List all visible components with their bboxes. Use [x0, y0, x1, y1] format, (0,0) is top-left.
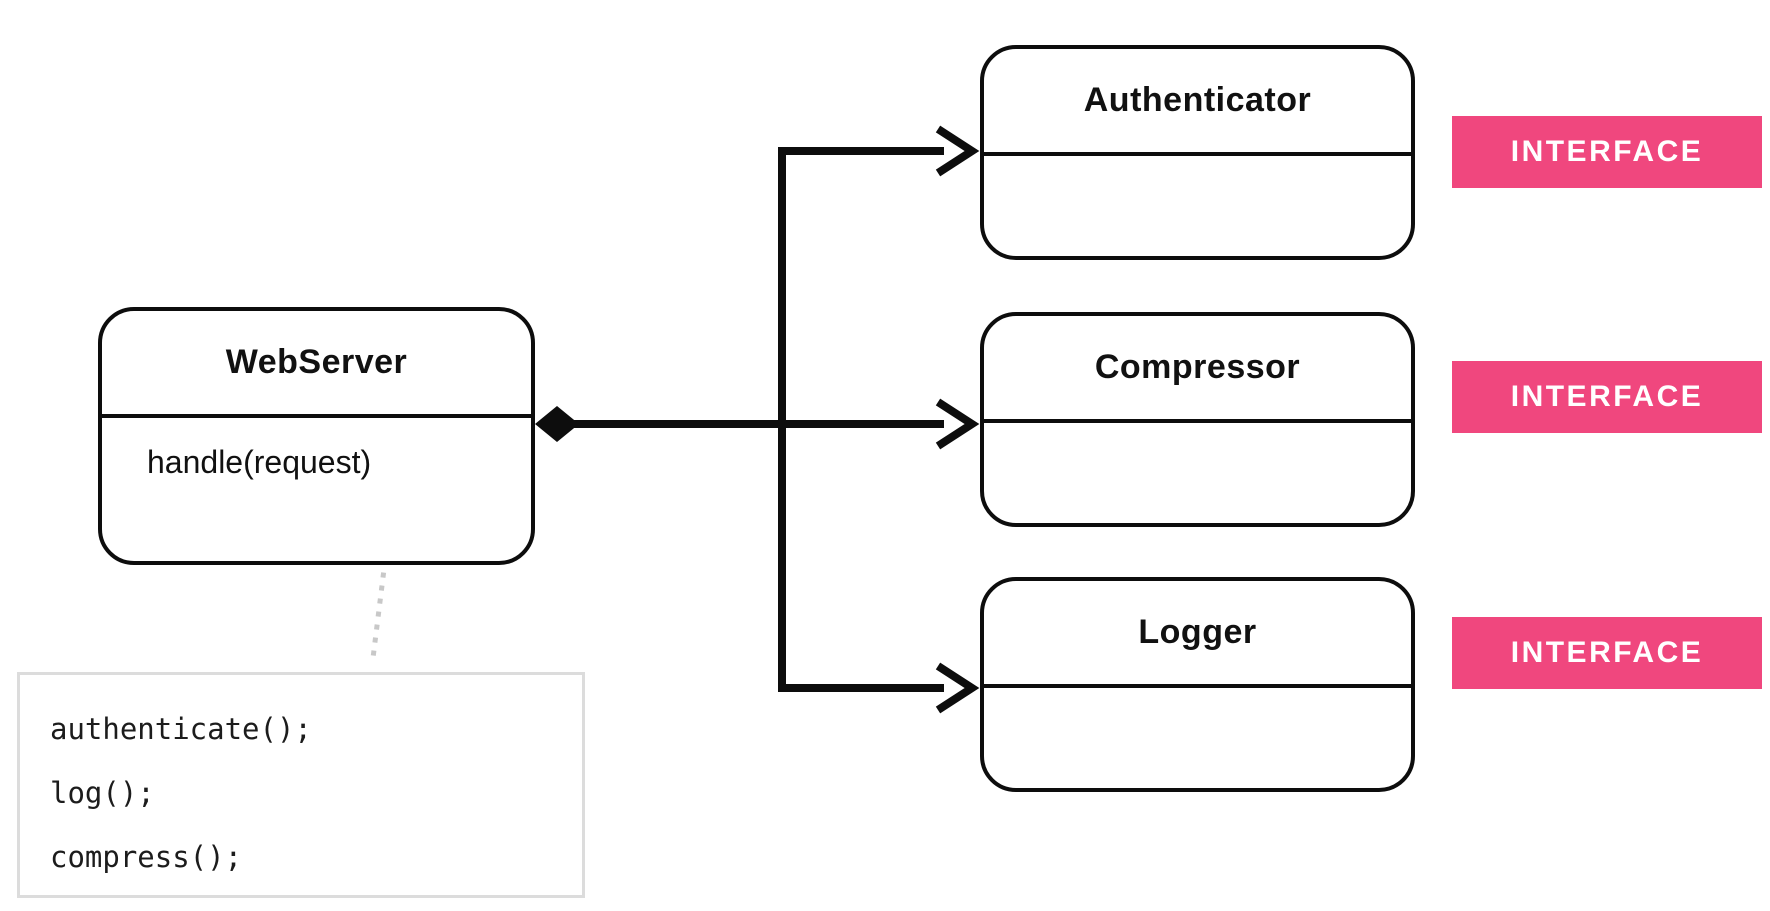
interface-badge-logger: INTERFACE [1452, 617, 1762, 689]
webserver-method: handle(request) [147, 444, 372, 480]
interface-badge-authenticator: INTERFACE [1452, 116, 1762, 188]
arrowhead-logger-icon [935, 662, 980, 714]
logger-body [984, 688, 1411, 788]
logger-interface-box: Logger [980, 577, 1415, 792]
webserver-title: WebServer [102, 311, 531, 418]
compressor-interface-box: Compressor [980, 312, 1415, 527]
webserver-body: handle(request) [102, 418, 531, 561]
authenticator-body [984, 156, 1411, 256]
authenticator-interface-box: Authenticator [980, 45, 1415, 260]
composition-diamond-icon [535, 406, 579, 442]
code-line-log: log(); [50, 776, 155, 810]
webserver-class-box: WebServer handle(request) [98, 307, 535, 565]
compressor-body [984, 423, 1411, 523]
code-line-authenticate: authenticate(); [50, 712, 312, 746]
arrowhead-authenticator-icon [935, 125, 980, 177]
code-snippet-box: authenticate(); log(); compress(); [17, 672, 585, 898]
code-line-compress: compress(); [50, 840, 243, 874]
interface-badge-compressor: INTERFACE [1452, 361, 1762, 433]
logger-title: Logger [984, 581, 1411, 688]
authenticator-title: Authenticator [984, 49, 1411, 156]
arrowhead-compressor-icon [935, 398, 980, 450]
compressor-title: Compressor [984, 316, 1411, 423]
